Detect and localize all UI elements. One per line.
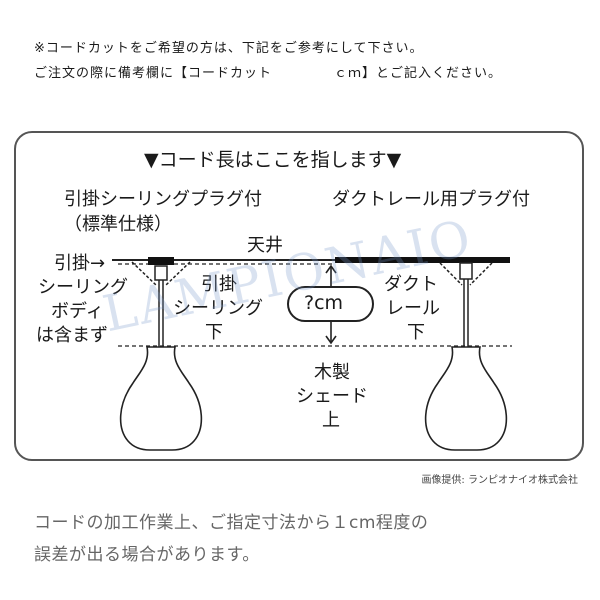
shade-label-3: 上 [322, 410, 340, 431]
left-header: 引掛シーリングプラグ付 [64, 189, 262, 210]
mid-left-2: シーリング [173, 298, 263, 319]
shade-right [424, 346, 508, 451]
left-note-3: ボディ [51, 301, 104, 322]
left-header-sub: （標準仕様） [64, 214, 172, 235]
duct-plug-right [439, 262, 493, 286]
mid-right-3: 下 [407, 322, 425, 343]
ceiling-label: 天井 [247, 235, 283, 256]
measure-box [287, 286, 374, 322]
order-note-line-2b: ｃｍ】とご記入ください。 [334, 66, 503, 81]
left-note-2: シーリング [38, 277, 128, 298]
shade-left [119, 346, 203, 451]
order-note-line-2: ご注文の際に備考欄に【コードカット ｃｍ】とご記入ください。 [34, 62, 502, 81]
image-credit: 画像提供: ランピオナイオ株式会社 [421, 475, 578, 486]
shade-label-2: シェード [296, 386, 368, 407]
mid-right-1: ダクト [384, 274, 438, 295]
shade-label-1: 木製 [314, 362, 350, 383]
left-note-4: は含まず [36, 325, 108, 346]
mid-right-2: レール [386, 298, 440, 319]
disclaimer-line-2: 誤差が出る場合があります。 [34, 545, 260, 565]
mid-left-3: 下 [205, 322, 223, 343]
right-header: ダクトレール用プラグ付 [332, 189, 530, 210]
diagram-title: ▼コード長はここを指します▼ [144, 149, 402, 171]
order-note-line-2a: ご注文の際に備考欄に【コードカット [34, 66, 273, 81]
left-note-1: 引掛→ [54, 253, 106, 274]
mid-left-1: 引掛 [201, 274, 237, 295]
order-note-line-1: ※コードカットをご希望の方は、下記をご参考にして下さい。 [34, 41, 424, 56]
diagram-panel [14, 131, 584, 461]
measure-label: ?cm [304, 292, 344, 314]
ceiling-canopy-left [131, 257, 191, 286]
disclaimer-line-1: コードの加工作業上、ご指定寸法から１cm程度の [34, 513, 429, 533]
